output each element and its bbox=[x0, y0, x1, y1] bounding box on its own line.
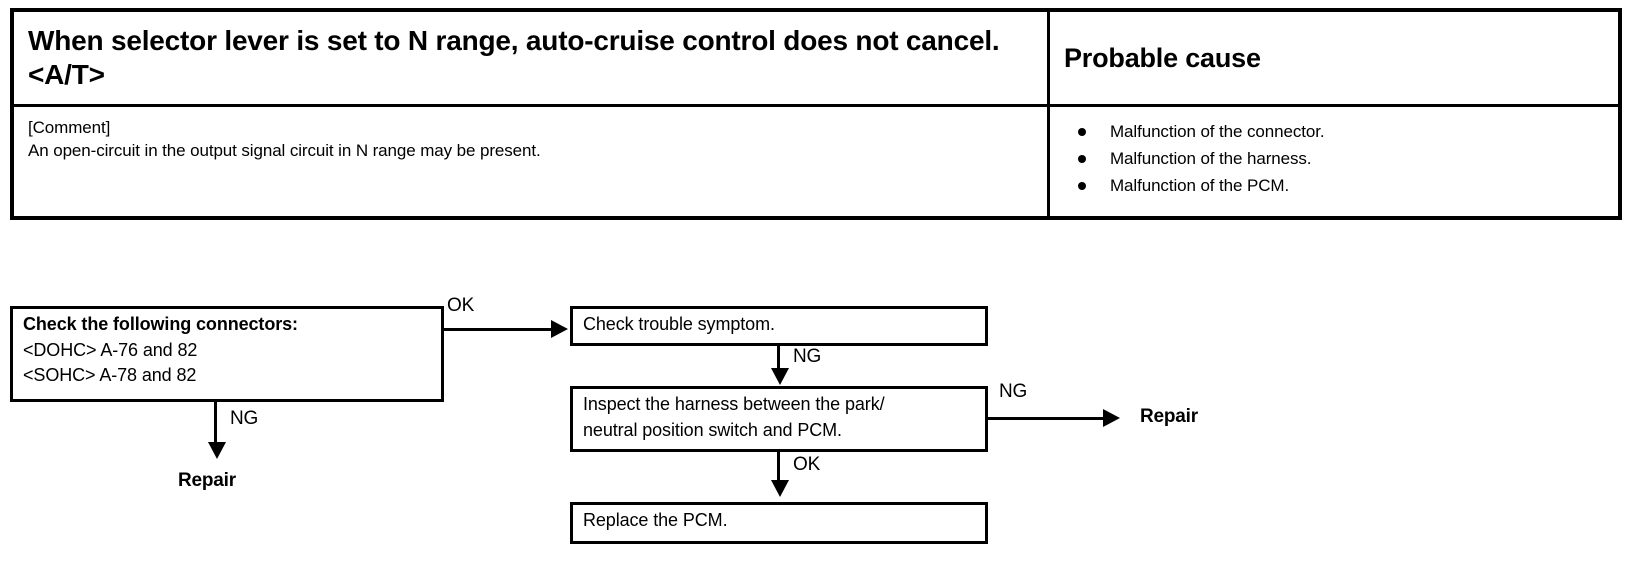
probable-cause-cell: Malfunction of the connector. Malfunctio… bbox=[1050, 107, 1618, 216]
bullet-icon bbox=[1078, 181, 1086, 190]
flow-box-inspect-harness: Inspect the harness between the park/ ne… bbox=[570, 386, 988, 452]
connector-line-ok-horizontal bbox=[444, 328, 553, 331]
probable-cause-title: Probable cause bbox=[1064, 42, 1261, 73]
symptom-header-cell: When selector lever is set to N range, a… bbox=[14, 12, 1047, 107]
flow-label-ng-symptom: NG bbox=[793, 346, 822, 367]
connector-line-ng-right bbox=[988, 417, 1105, 420]
flow-label-ok-connectors: OK bbox=[447, 295, 475, 316]
list-item: Malfunction of the PCM. bbox=[1064, 173, 1604, 200]
flow-box-check-connectors: Check the following connectors: <DOHC> A… bbox=[10, 306, 444, 402]
bullet-icon bbox=[1078, 128, 1086, 136]
inspect-harness-line1: Inspect the harness between the park/ bbox=[583, 394, 885, 414]
check-connectors-line1: Check the following connectors: bbox=[23, 314, 298, 334]
connector-line-ng-left bbox=[214, 402, 217, 444]
symptom-column: When selector lever is set to N range, a… bbox=[14, 12, 1050, 216]
probable-cause-list: Malfunction of the connector. Malfunctio… bbox=[1064, 119, 1604, 200]
inspect-harness-line2: neutral position switch and PCM. bbox=[583, 419, 842, 440]
arrowhead-right-to-repair-right bbox=[1103, 409, 1120, 427]
arrowhead-down-to-replace bbox=[771, 480, 789, 497]
cause-text: Malfunction of the harness. bbox=[1110, 148, 1312, 168]
check-connectors-line3: <SOHC> A-78 and 82 bbox=[23, 365, 197, 386]
symptom-title: When selector lever is set to N range, a… bbox=[28, 24, 1000, 90]
comment-text: An open-circuit in the output signal cir… bbox=[28, 140, 541, 160]
list-item: Malfunction of the harness. bbox=[1064, 146, 1604, 173]
arrowhead-right-to-symptom bbox=[551, 320, 568, 338]
troubleshooting-flowchart: Check the following connectors: <DOHC> A… bbox=[0, 280, 1632, 564]
cause-text: Malfunction of the PCM. bbox=[1110, 175, 1290, 195]
flow-box-check-symptom: Check trouble symptom. bbox=[570, 306, 988, 346]
flow-box-replace-pcm: Replace the PCM. bbox=[570, 502, 988, 544]
connector-line-ok-replace bbox=[777, 452, 780, 482]
connector-line-ng-symptom bbox=[777, 346, 780, 370]
arrowhead-down-to-harness bbox=[771, 368, 789, 385]
list-item: Malfunction of the connector. bbox=[1064, 119, 1604, 146]
check-symptom-text: Check trouble symptom. bbox=[583, 314, 775, 334]
comment-cell: [Comment] An open-circuit in the output … bbox=[14, 107, 1047, 216]
probable-cause-header-cell: Probable cause bbox=[1050, 12, 1618, 107]
probable-cause-column: Probable cause Malfunction of the connec… bbox=[1050, 12, 1618, 216]
cause-text: Malfunction of the connector. bbox=[1110, 122, 1325, 141]
symptom-probable-cause-table: When selector lever is set to N range, a… bbox=[10, 8, 1622, 220]
arrowhead-down-to-repair-left bbox=[208, 442, 226, 459]
flow-label-ng-connectors: NG bbox=[230, 408, 259, 429]
replace-pcm-text: Replace the PCM. bbox=[583, 510, 728, 530]
flow-label-ok-harness: OK bbox=[793, 454, 821, 475]
check-connectors-line2: <DOHC> A-76 and 82 bbox=[23, 339, 198, 360]
comment-label: [Comment] bbox=[28, 118, 111, 137]
flow-label-ng-harness: NG bbox=[999, 381, 1028, 402]
flow-terminal-repair-right: Repair bbox=[1140, 406, 1198, 427]
bullet-icon bbox=[1078, 154, 1086, 163]
flow-terminal-repair-left: Repair bbox=[178, 470, 236, 491]
